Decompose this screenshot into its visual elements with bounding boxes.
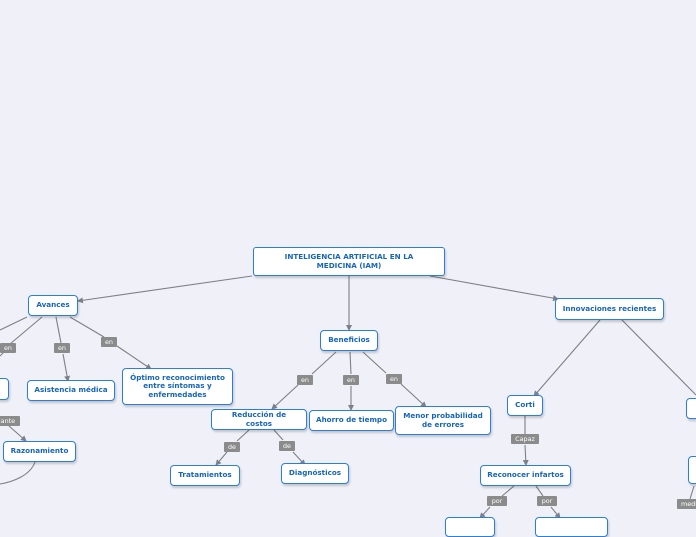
link-label-de: de	[224, 442, 240, 452]
edge-reduccion-de2	[273, 429, 284, 441]
root-node[interactable]: INTELIGENCIA ARTIFICIAL EN LA MEDICINA (…	[253, 247, 445, 276]
node-partial-left[interactable]: s	[0, 378, 9, 400]
edge-root-avances	[77, 275, 253, 304]
link-label-de: de	[279, 441, 295, 451]
link-label-en: en	[386, 374, 402, 384]
edge-de1-tratamientos	[215, 451, 228, 466]
node-tratamientos[interactable]: Tratamientos	[170, 465, 240, 486]
edge-en4-reduccion	[271, 384, 299, 410]
edge-razonamiento-curve	[0, 456, 40, 485]
edge-ante-razonamiento	[8, 425, 27, 442]
edge-avances-en2	[55, 316, 62, 344]
node-razonamiento[interactable]: Razonamiento	[3, 441, 76, 462]
node-partial-right-1[interactable]: A	[686, 398, 696, 419]
link-label-por: por	[487, 496, 507, 506]
edge-beneficios-en5	[349, 351, 352, 375]
node-optimo[interactable]: Óptimo reconocimiento entre síntomas y e…	[122, 368, 233, 405]
edge-en6-menor	[400, 383, 427, 408]
edge-capaz-reconocer	[522, 444, 529, 466]
edge-avances-en3	[69, 316, 105, 338]
edge-avances-en1	[9, 316, 43, 345]
link-label-capaz: Capaz	[511, 434, 539, 444]
node-reduccion[interactable]: Reducción de costos	[211, 409, 307, 430]
edge-en3-optimo	[116, 345, 152, 370]
link-label-en: en	[101, 337, 117, 347]
node-partial-bottom-2[interactable]	[535, 517, 608, 537]
edge-reduccion-de1	[236, 429, 250, 442]
edge-avances-left	[0, 316, 28, 331]
edge-beneficios-en6	[362, 351, 387, 374]
edge-medi-up	[689, 485, 695, 500]
edge-innovaciones-right	[621, 319, 696, 396]
link-label-por: por	[537, 496, 557, 506]
node-menor[interactable]: Menor probabilidad de errores	[395, 406, 491, 435]
node-corti[interactable]: Corti	[507, 395, 543, 416]
link-label-en: en	[54, 343, 70, 353]
link-label-en: en	[343, 375, 359, 385]
link-label-ante: iante	[0, 416, 20, 426]
link-label-en: en	[297, 375, 313, 385]
edge-en2-asistencia	[62, 353, 71, 382]
edge-beneficios-en4	[311, 351, 337, 375]
node-diagnosticos[interactable]: Diagnósticos	[281, 463, 349, 484]
node-partial-right-2[interactable]	[688, 456, 696, 484]
edge-por1-child	[479, 506, 491, 519]
node-ahorro[interactable]: Ahorro de tiempo	[309, 410, 394, 431]
node-innovaciones[interactable]: Innovaciones recientes	[555, 298, 664, 320]
connector-layer	[0, 275, 696, 519]
edge-reconocer-por2	[535, 485, 544, 497]
node-asistencia[interactable]: Asistencia médica	[27, 380, 115, 401]
edge-por2-child	[550, 506, 561, 519]
node-partial-bottom-1[interactable]	[445, 517, 495, 537]
link-label-en: en	[0, 343, 16, 353]
edge-innovaciones-corti	[533, 319, 601, 397]
node-avances[interactable]: Avances	[28, 295, 78, 316]
link-label-medi: medi	[677, 499, 696, 509]
node-reconocer[interactable]: Reconocer infartos	[480, 465, 571, 486]
edge-de2-diagnosticos	[292, 451, 306, 466]
edge-reconocer-por1	[501, 485, 515, 497]
node-beneficios[interactable]: Beneficios	[320, 330, 378, 351]
edge-root-innovaciones	[429, 275, 559, 302]
